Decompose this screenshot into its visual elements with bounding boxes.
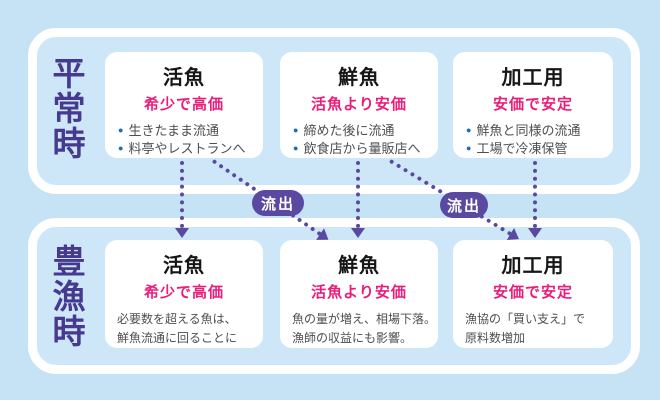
bullet-item: 工場で冷凍保管: [466, 140, 607, 158]
card-title: 加工用: [501, 67, 565, 89]
card-bullet-list: 生きたまま流通 料亭やレストランへ: [105, 122, 263, 157]
card-live-fish-bigcatch: 活魚 希少で高価 必要数を超える魚は、 鮮魚流通に回ることに: [105, 240, 263, 348]
arrow-fresh-to-fresh: [356, 161, 360, 228]
bullet-item: 締めた後に流通: [293, 122, 432, 140]
card-price-note: 希少で高価: [143, 284, 224, 301]
card-fresh-fish-normal: 鮮魚 活魚より安価 締めた後に流通 飲食店から量販店へ: [280, 52, 438, 158]
card-price-note: 安価で安定: [492, 284, 573, 301]
card-processing-bigcatch: 加工用 安価で安定 漁協の「買い支え」で 原料数増加: [453, 240, 613, 348]
description-line: 漁師の収益にも影響。: [292, 330, 413, 345]
card-description: 必要数を超える魚は、 鮮魚流通に回ることに: [117, 310, 255, 347]
card-title: 鮮魚: [338, 255, 380, 277]
card-processing-normal: 加工用 安価で安定 鮮魚と同様の流通 工場で冷凍保管: [453, 52, 613, 158]
card-price-note: 活魚より安価: [311, 96, 407, 113]
card-description: 魚の量が増え、相場下落。 漁師の収益にも影響。: [292, 310, 437, 347]
card-title: 活魚: [163, 67, 205, 89]
bullet-item: 鮮魚と同様の流通: [466, 122, 607, 140]
card-description: 漁協の「買い支え」で 原料数増加: [465, 310, 605, 347]
outflow-badge: 流出: [440, 192, 488, 218]
bullet-item: 飲食店から量販店へ: [293, 140, 432, 158]
outflow-badge: 流出: [252, 190, 304, 216]
arrow-processing-to-processing: [533, 161, 537, 228]
card-fresh-fish-bigcatch: 鮮魚 活魚より安価 魚の量が増え、相場下落。 漁師の収益にも影響。: [280, 240, 438, 348]
arrowhead-down-icon: [351, 228, 365, 238]
description-line: 魚の量が増え、相場下落。: [292, 312, 437, 326]
card-price-note: 希少で高価: [143, 96, 224, 113]
bullet-item: 料亭やレストランへ: [118, 140, 257, 158]
bullet-item: 生きたまま流通: [118, 122, 257, 140]
arrow-live-to-live: [180, 161, 184, 228]
description-line: 鮮魚流通に回ることに: [117, 330, 238, 345]
card-title: 活魚: [163, 255, 205, 277]
card-live-fish-normal: 活魚 希少で高価 生きたまま流通 料亭やレストランへ: [105, 52, 263, 158]
arrowhead-down-icon: [175, 228, 189, 238]
card-bullet-list: 締めた後に流通 飲食店から量販店へ: [280, 122, 438, 157]
card-title: 鮮魚: [338, 67, 380, 89]
card-title: 加工用: [501, 255, 565, 277]
description-line: 必要数を超える魚は、: [117, 312, 237, 326]
description-line: 漁協の「買い支え」で: [465, 312, 586, 326]
description-line: 原料数増加: [465, 330, 526, 345]
arrowhead-down-icon: [528, 228, 542, 238]
card-bullet-list: 鮮魚と同様の流通 工場で冷凍保管: [453, 122, 613, 157]
card-price-note: 活魚より安価: [311, 284, 407, 301]
section-label-big-catch-times: 豊漁時: [48, 244, 85, 349]
card-price-note: 安価で安定: [492, 96, 573, 113]
section-label-normal-times: 平常時: [48, 56, 85, 161]
